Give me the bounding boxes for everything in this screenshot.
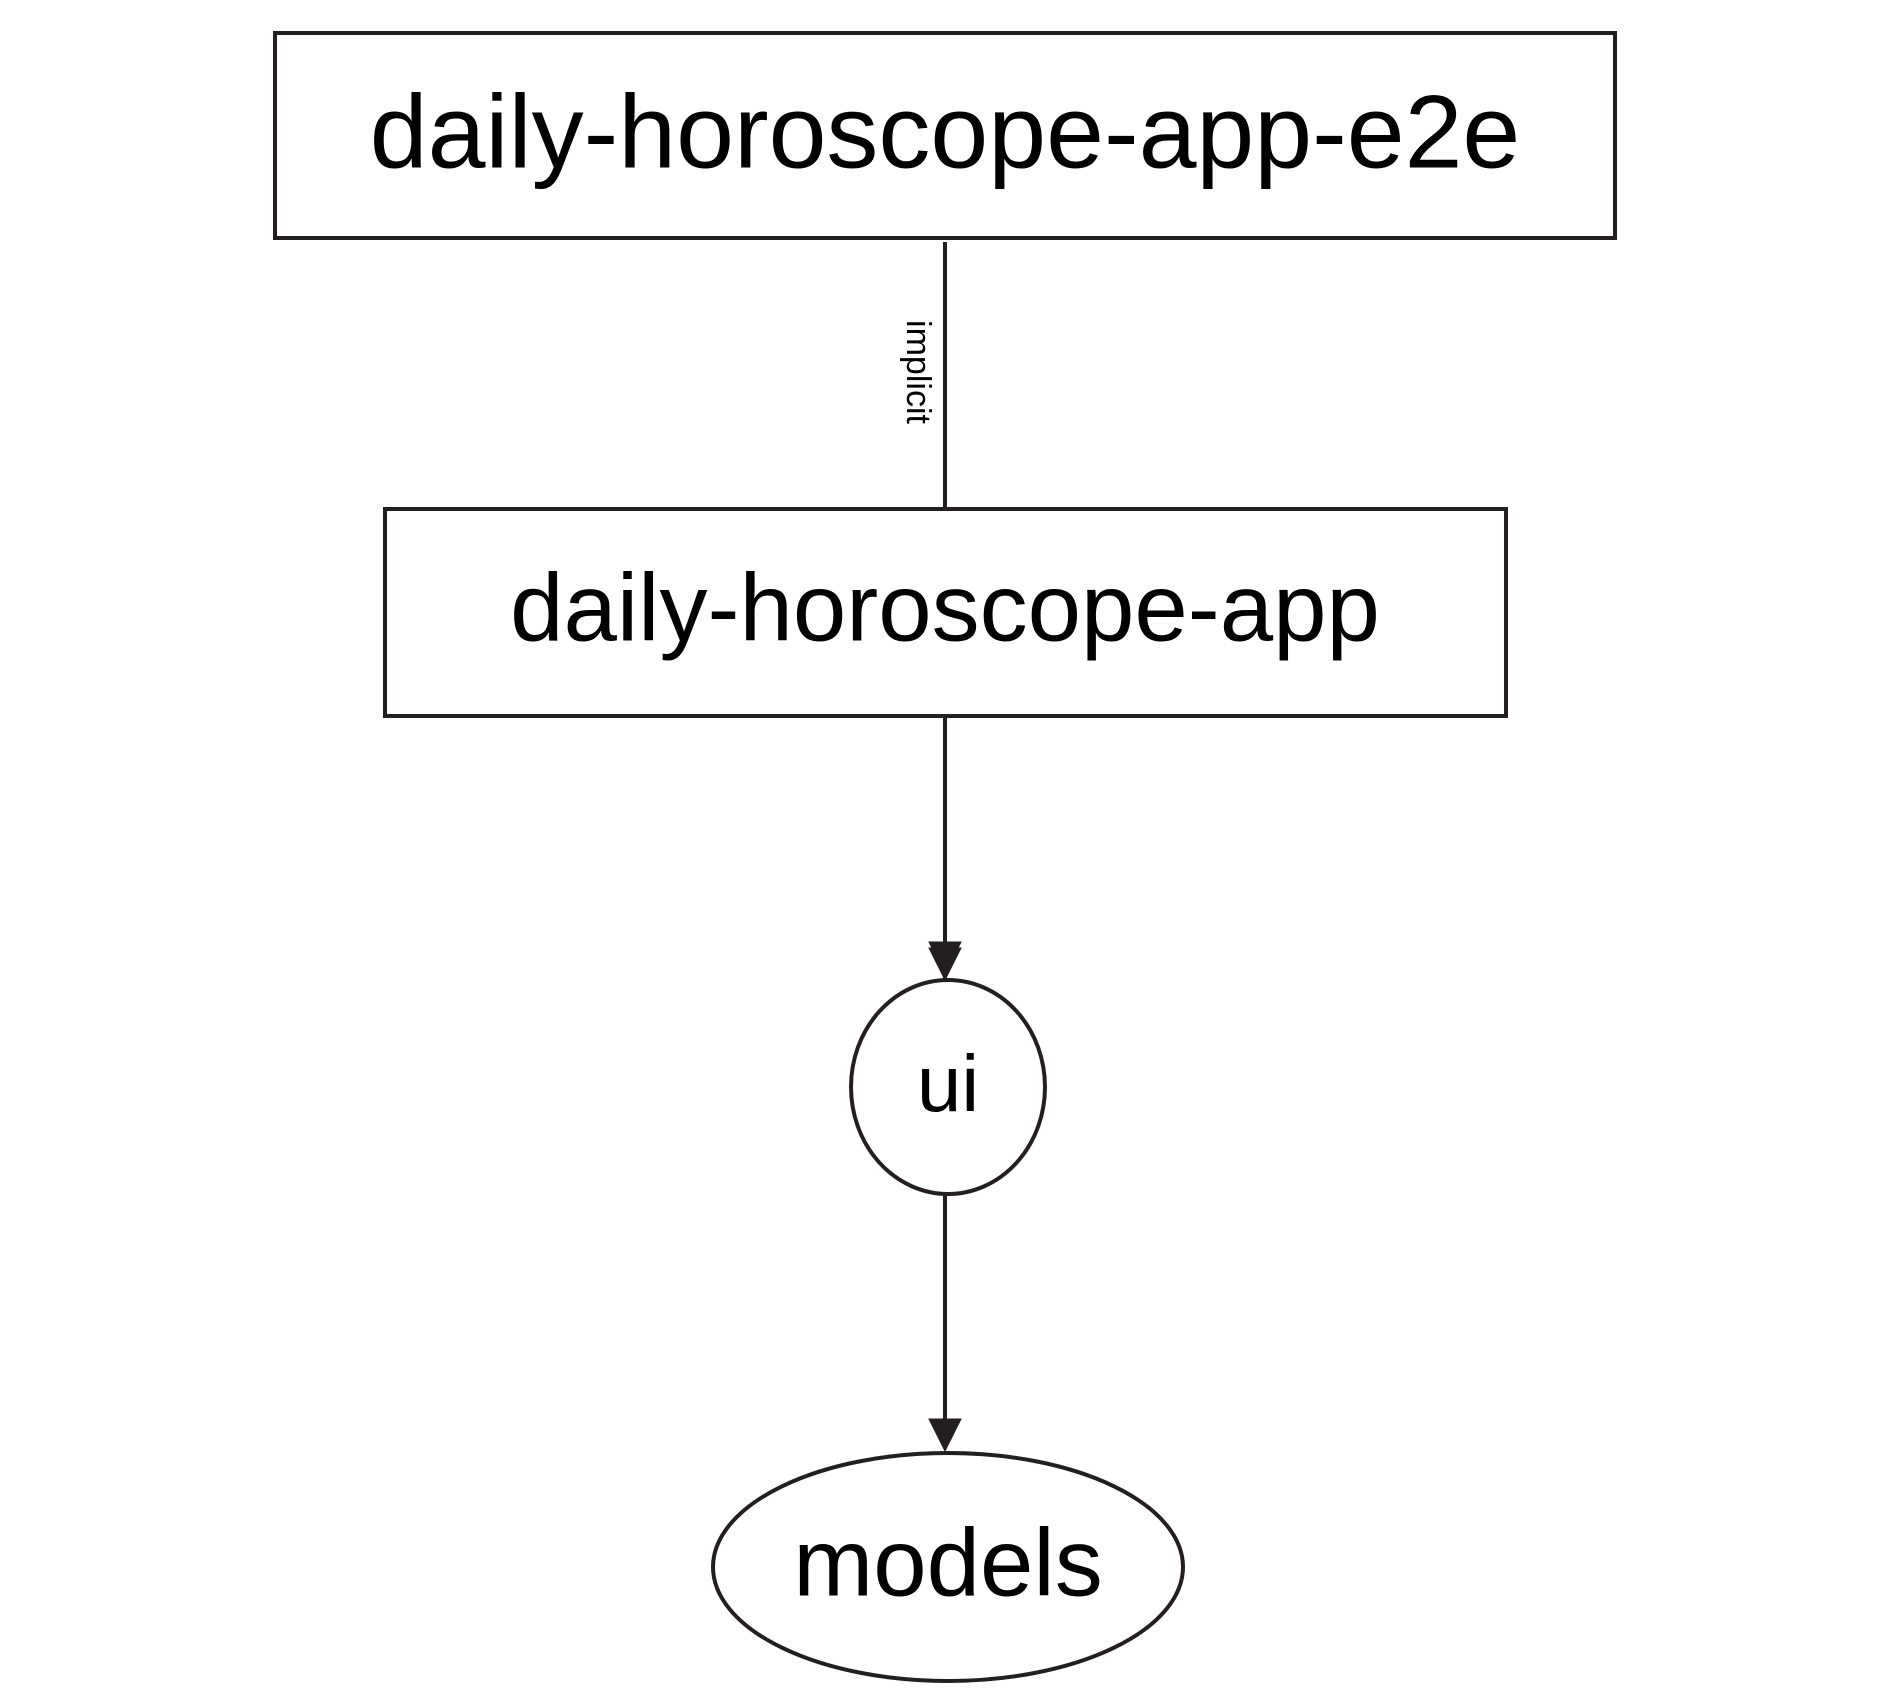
node-shape-ellipse [711, 1451, 1185, 1683]
node-label-daily-horoscope-app: daily-horoscope-app [510, 554, 1380, 661]
arrowhead-icon-into-ui [928, 947, 962, 982]
arrowhead-icon [928, 1418, 962, 1453]
node-shape-rectangle [383, 507, 1508, 718]
node-label-ui: ui [917, 1039, 979, 1128]
node-label-daily-horoscope-app-e2e: daily-horoscope-app-e2e [370, 74, 1521, 190]
node-shape-ellipse [849, 978, 1047, 1196]
node-daily-horoscope-app-e2e[interactable]: daily-horoscope-app-e2e [273, 31, 1617, 240]
edge-label-implicit: implicit [899, 320, 937, 424]
node-daily-horoscope-app[interactable]: daily-horoscope-app [383, 507, 1508, 718]
node-ui[interactable]: ui [849, 978, 1047, 1196]
node-label-models: models [793, 1509, 1102, 1616]
node-models[interactable]: models [711, 1451, 1185, 1683]
node-shape-rectangle [273, 31, 1617, 240]
